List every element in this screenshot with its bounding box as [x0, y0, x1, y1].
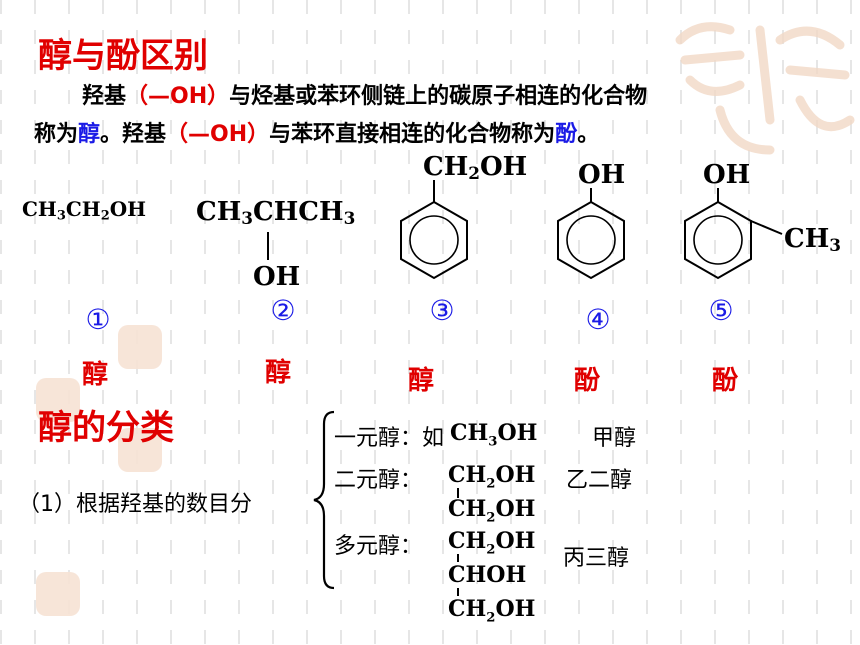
formula-ch2oh: CH2OH — [448, 596, 536, 626]
formula-isopropanol: CH3CHCH3 — [196, 197, 356, 229]
bond-line — [267, 232, 269, 260]
methanol-name: 甲醇 — [592, 426, 637, 451]
benzene-ring — [684, 188, 783, 280]
bond-line — [457, 554, 459, 562]
section-title: 醇的分类 — [38, 408, 174, 448]
hydroxyl-text: （—OH） — [166, 122, 270, 147]
classification-criterion: （1）根据羟基的数目分 — [18, 492, 252, 517]
compound-type: 醇 — [82, 360, 109, 390]
text-segment: 称为 — [34, 122, 79, 147]
compound-number: ① — [85, 303, 111, 336]
ethylene-glycol-name: 乙二醇 — [566, 468, 633, 493]
hydroxyl-text: （—OH） — [126, 84, 230, 109]
poly-alcohol-label: 多元醇： — [334, 534, 423, 559]
alcohol-term: 醇 — [78, 122, 101, 147]
compound-type: 酚 — [712, 366, 739, 396]
watermark-logo — [675, 22, 855, 155]
watermark-stamp — [36, 572, 80, 616]
definition-line-1: 羟基（—OH）与烃基或苯环侧链上的碳原子相连的化合物 — [82, 78, 647, 110]
formula-ethanol: CH3CH2OH — [22, 197, 147, 224]
text-segment: 与烃基或苯环侧链上的碳原子相连的化合物 — [229, 84, 648, 109]
compound-number: ⑤ — [708, 294, 734, 327]
text-segment: 与苯环直接相连的化合物称为 — [269, 122, 556, 147]
watermark-stamp — [36, 378, 80, 422]
text-segment: 。羟基 — [100, 122, 167, 147]
di-alcohol-label: 二元醇： — [334, 468, 423, 493]
formula-methanol: CH3OH — [450, 420, 538, 450]
formula-ch2oh: CH2OH — [423, 152, 528, 184]
compound-number: ④ — [585, 303, 611, 336]
formula-oh: OH — [253, 262, 301, 292]
formula-ch3: CH3 — [784, 224, 842, 256]
section-title: 醇与酚区别 — [38, 36, 208, 76]
formula-oh: OH — [703, 160, 751, 190]
text-segment: 。 — [577, 122, 600, 147]
text-segment: 羟基 — [82, 84, 127, 109]
benzene-ring — [400, 180, 468, 280]
compound-number: ② — [270, 294, 296, 327]
compound-type: 酚 — [574, 366, 601, 396]
phenol-term: 酚 — [555, 122, 578, 147]
formula-choh: CHOH — [448, 562, 527, 588]
compound-type: 醇 — [265, 358, 292, 388]
compound-type: 醇 — [408, 366, 435, 396]
bond-line — [457, 588, 459, 596]
definition-line-2: 称为醇。羟基（—OH）与苯环直接相连的化合物称为酚。 — [34, 116, 599, 148]
watermark-stamp — [118, 428, 162, 472]
bond-line — [457, 488, 459, 498]
curly-brace — [313, 410, 335, 590]
watermark-stamp — [118, 325, 162, 369]
formula-ch2oh: CH2OH — [448, 496, 536, 526]
formula-ch2oh: CH2OH — [448, 528, 536, 558]
formula-oh: OH — [578, 160, 626, 190]
formula-ch2oh: CH2OH — [448, 462, 536, 492]
glycerol-name: 丙三醇 — [563, 546, 630, 571]
benzene-ring — [557, 188, 625, 280]
compound-number: ③ — [429, 294, 455, 327]
mono-alcohol-label: 一元醇：如 — [334, 426, 445, 451]
